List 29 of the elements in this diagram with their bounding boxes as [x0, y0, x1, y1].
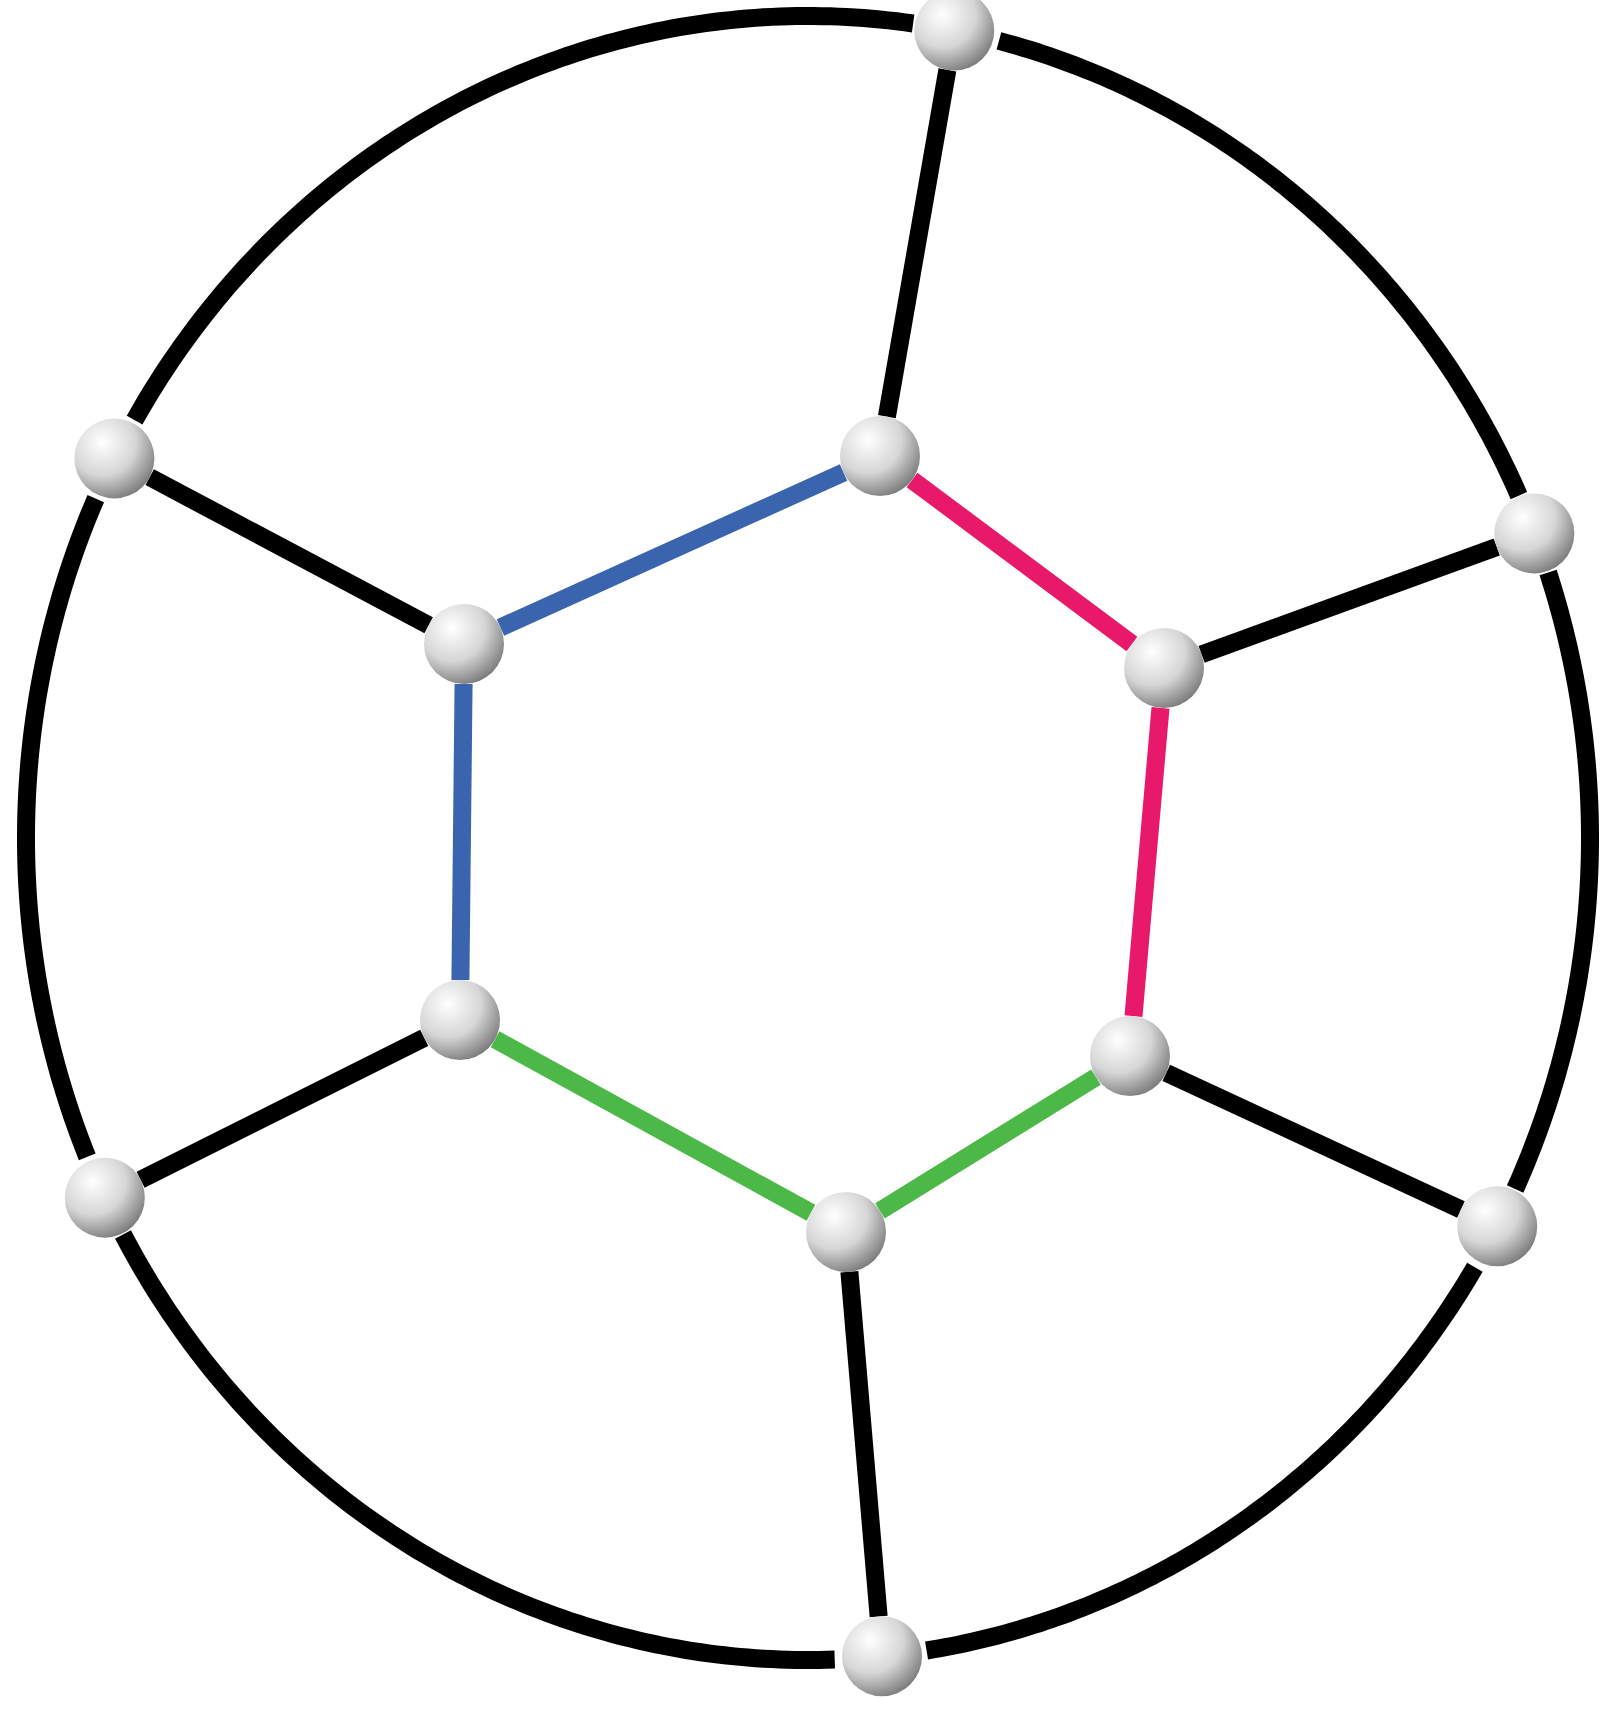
connector-line: [1124, 707, 1170, 1017]
sphere-node: [840, 416, 920, 496]
sphere-node: [1457, 1186, 1538, 1267]
connector-line: [840, 1271, 888, 1618]
connector-line: [451, 683, 473, 981]
sphere-node: [424, 604, 504, 684]
sphere-node: [806, 1192, 886, 1272]
sphere-node: [1124, 628, 1204, 708]
sphere-node: [842, 1616, 923, 1697]
sphere-node: [74, 418, 155, 499]
connector-line: [878, 68, 957, 419]
sphere-node: [1494, 493, 1575, 574]
sphere-node: [64, 1157, 145, 1238]
connector-line: [115, 1230, 836, 1669]
connector-line: [490, 1031, 816, 1221]
connector-line: [1162, 1064, 1465, 1218]
connector-line: [17, 495, 105, 1161]
connector-line: [875, 1069, 1101, 1219]
connector-line: [996, 32, 1528, 500]
connector-line: [1198, 538, 1500, 663]
connector-line: [136, 1029, 429, 1188]
connector-line: [126, 7, 915, 425]
sphere-node: [420, 980, 500, 1060]
connector-line: [923, 1262, 1483, 1660]
sphere-node: [1090, 1016, 1170, 1096]
connector-line: [906, 472, 1138, 652]
connector-line: [496, 464, 848, 636]
connector-line: [1506, 569, 1599, 1193]
connector-line: [145, 469, 433, 634]
